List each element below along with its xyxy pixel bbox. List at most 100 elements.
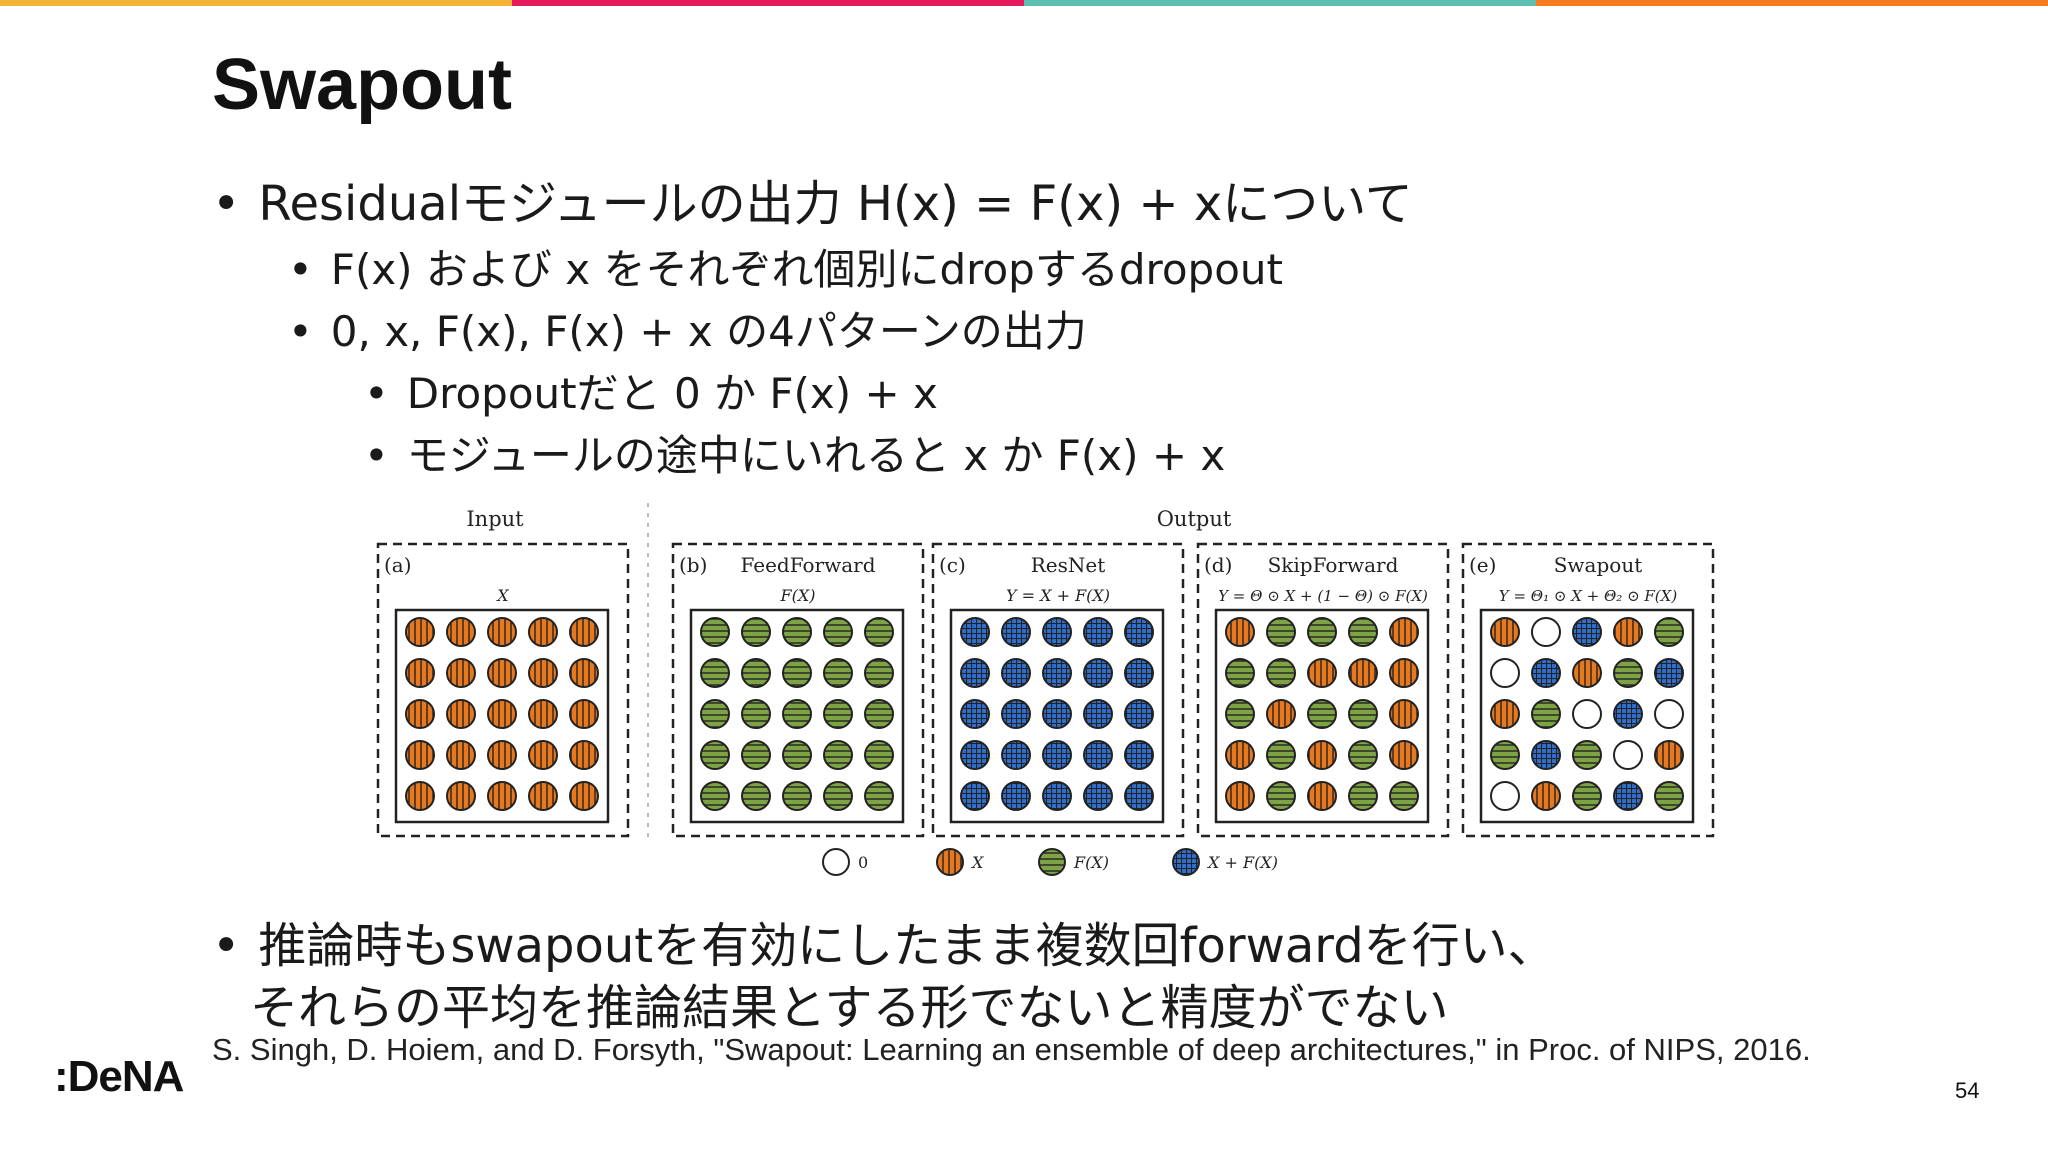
unit-fx [823,740,853,770]
unit-x [569,740,599,770]
unit-x [1266,699,1296,729]
bullet-level3: •Dropoutだと 0 か F(x) + x [364,360,938,421]
accent-bar-teal [1024,0,1536,6]
bullet-text: モジュールの途中にいれると x か F(x) + x [406,431,1226,480]
panel-formula: Y = Θ₁ ⊙ X + Θ₂ ⊙ F(X) [1499,587,1678,605]
legend-swatch-unit-fx [1038,848,1066,876]
panel-formula: Y = Θ ⊙ X + (1 − Θ) ⊙ F(X) [1218,587,1428,605]
slide-title: Swapout [212,45,512,125]
unit-x [487,781,517,811]
unit-fx [1266,658,1296,688]
panel-frame [1196,542,1450,838]
panel-tag: (a) [384,553,412,577]
panel-frame [671,542,925,838]
unit-fx [1266,781,1296,811]
panel-name: Swapout [1554,553,1643,577]
unit-x-plus-fx [1083,781,1113,811]
panel-name: SkipForward [1268,553,1399,577]
unit-x [1225,740,1255,770]
unit-fx [1654,781,1684,811]
unit-x-plus-fx [1613,781,1643,811]
unit-fx [741,781,771,811]
unit-x-plus-fx [1124,658,1154,688]
unit-x-plus-fx [1001,740,1031,770]
unit-x [405,699,435,729]
unit-fx [864,699,894,729]
unit-zero [1613,740,1643,770]
unit-x [405,781,435,811]
unit-x-plus-fx [1042,658,1072,688]
unit-x [487,740,517,770]
unit-x [1572,658,1602,688]
panel-frame [1461,542,1715,838]
unit-fx [741,617,771,647]
unit-fx [1307,699,1337,729]
panel-formula: Y = X + F(X) [1006,586,1110,605]
unit-fx [1225,699,1255,729]
unit-x [1490,617,1520,647]
bullet-level1: •推論時もswapoutを有効にしたまま複数回forwardを行い、 [212,906,1556,976]
unit-x [528,740,558,770]
unit-x [1348,658,1378,688]
accent-bar-yellow [0,0,512,6]
legend-swatch-unit-x [936,848,964,876]
unit-x [446,781,476,811]
bullet-text: Residualモジュールの出力 H(x) = F(x) + xについて [258,176,1413,232]
unit-fx [864,781,894,811]
unit-x [487,699,517,729]
unit-x [1389,699,1419,729]
unit-fx [741,699,771,729]
unit-x [1531,781,1561,811]
unit-x-plus-fx [1001,699,1031,729]
unit-x-plus-fx [1042,740,1072,770]
top-accent-bar [0,0,2048,6]
input-label: Input [466,507,524,531]
panel-formula: F(X) [780,586,816,605]
unit-fx [1348,740,1378,770]
unit-x [1307,740,1337,770]
unit-zero [1490,658,1520,688]
unit-fx [700,740,730,770]
panel-frame [931,542,1185,838]
unit-x-plus-fx [1001,658,1031,688]
unit-x-plus-fx [1124,740,1154,770]
unit-x [1389,617,1419,647]
unit-x [487,658,517,688]
unit-fx [700,781,730,811]
unit-x [528,781,558,811]
unit-fx [1348,617,1378,647]
unit-x-plus-fx [960,781,990,811]
unit-zero [1490,781,1520,811]
unit-x [446,617,476,647]
unit-x-plus-fx [1531,658,1561,688]
unit-x [1225,617,1255,647]
legend-label: F(X) [1073,853,1109,872]
unit-fx [1572,781,1602,811]
panel-name: FeedForward [740,553,875,577]
unit-x [446,699,476,729]
legend-swatch-unit-x-plus-fx [1172,848,1200,876]
unit-x-plus-fx [960,617,990,647]
unit-x [528,617,558,647]
panel-name: ResNet [1031,553,1106,577]
unit-x [446,740,476,770]
unit-x-plus-fx [960,740,990,770]
unit-x-plus-fx [960,658,990,688]
unit-x-plus-fx [1083,617,1113,647]
unit-x [569,699,599,729]
unit-fx [823,781,853,811]
panel-tag: (c) [939,553,966,577]
unit-x-plus-fx [1001,781,1031,811]
unit-fx [823,617,853,647]
bullet-level1: •Residualモジュールの出力 H(x) = F(x) + xについて [212,164,1413,234]
unit-x [1654,740,1684,770]
unit-x-plus-fx [1042,617,1072,647]
unit-x [405,658,435,688]
unit-x-plus-fx [1083,658,1113,688]
unit-fx [864,617,894,647]
panel-tag: (e) [1469,553,1496,577]
unit-fx [864,658,894,688]
unit-fx [1348,699,1378,729]
unit-fx [1266,740,1296,770]
unit-fx [782,781,812,811]
